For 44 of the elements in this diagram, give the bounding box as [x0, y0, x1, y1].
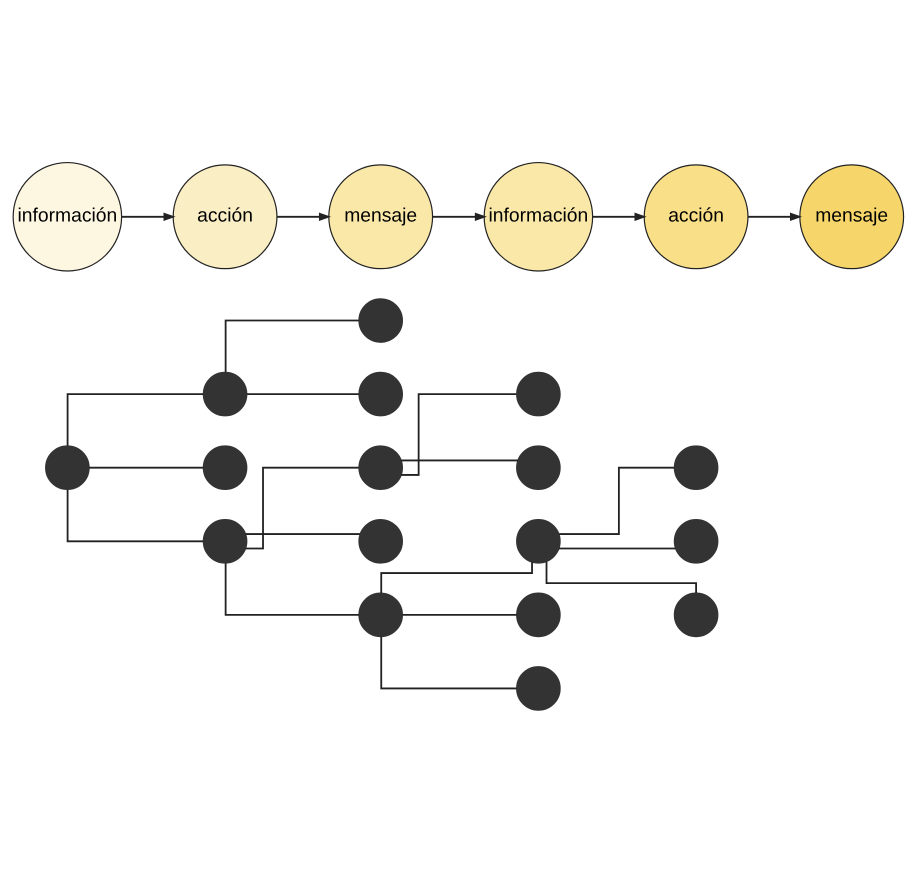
connector	[246, 466, 359, 550]
node-circle	[358, 372, 403, 416]
node-circle	[516, 445, 561, 490]
connector	[559, 548, 676, 550]
node-circle: mensaje	[328, 164, 434, 270]
node-circle	[516, 666, 561, 711]
node-circle	[516, 592, 561, 638]
connector	[224, 320, 359, 372]
connector	[401, 393, 516, 476]
node-circle	[674, 445, 718, 490]
connector	[247, 393, 359, 396]
arrow	[122, 212, 176, 222]
node-circle	[202, 518, 248, 564]
connector	[66, 393, 204, 446]
node-circle	[358, 445, 403, 490]
node-circle	[516, 518, 561, 564]
node-circle	[358, 592, 403, 638]
arrow	[432, 212, 487, 222]
connector	[401, 460, 518, 462]
node-circle: información	[12, 162, 122, 272]
node-circle	[202, 445, 248, 490]
node-circle	[674, 518, 718, 564]
node-circle: acción	[172, 164, 278, 270]
node-circle: acción	[644, 164, 749, 270]
node-circle: información	[484, 162, 594, 272]
connector	[380, 562, 533, 593]
connector	[224, 563, 359, 616]
node-circle: mensaje	[799, 164, 904, 270]
node-circle	[358, 298, 403, 343]
node-circle	[674, 592, 718, 638]
node-circle	[202, 372, 248, 416]
connector	[89, 466, 204, 469]
node-circle	[358, 518, 403, 564]
arrow	[748, 212, 802, 222]
node-circle	[516, 372, 561, 416]
arrow	[277, 212, 332, 222]
arrow	[592, 212, 647, 222]
connector	[546, 562, 697, 594]
connector	[559, 466, 674, 535]
connector	[402, 614, 517, 616]
connector	[246, 533, 360, 535]
connector	[380, 636, 517, 690]
node-circle	[45, 445, 90, 490]
connector	[66, 490, 204, 542]
